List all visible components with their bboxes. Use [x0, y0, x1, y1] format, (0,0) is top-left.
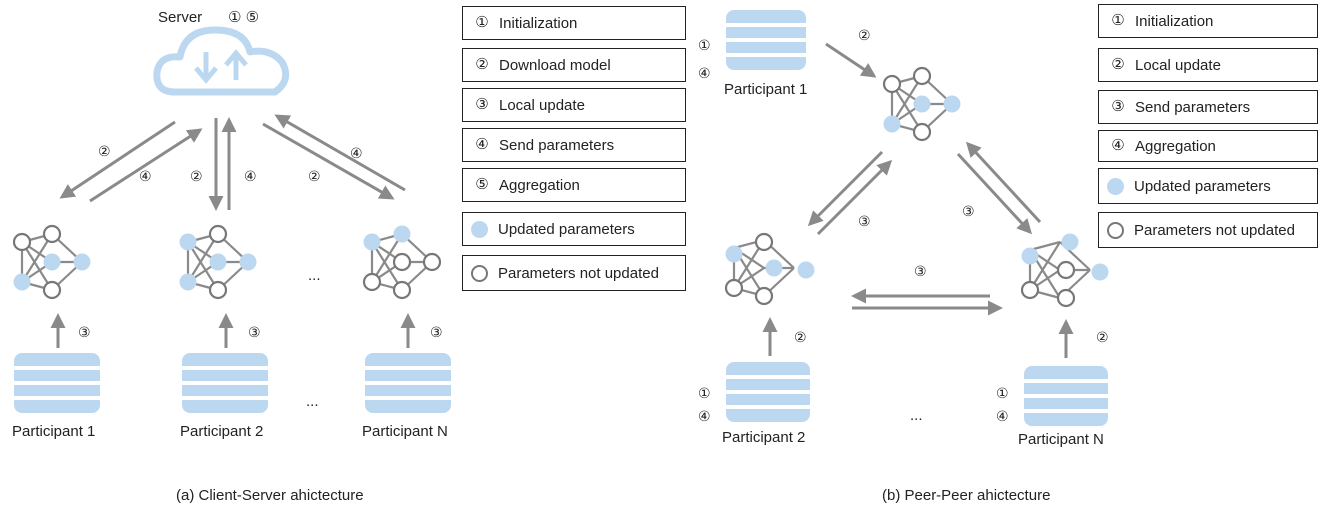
- legend-text: Parameters not updated: [498, 264, 659, 282]
- peer-peer-diagram: ① ④ Participant 1: [698, 10, 1109, 504]
- participant-1-label: Participant 1: [12, 423, 95, 440]
- peer-model-icon-n: [1020, 233, 1109, 308]
- peer-2-send-mark: ④: [698, 408, 711, 424]
- peer-database-icon-2: [726, 362, 810, 422]
- legend-item-parameters-not-updated: Parameters not updated: [462, 255, 686, 291]
- legend-text: Send parameters: [1135, 98, 1251, 116]
- filled-dot-icon: [471, 220, 488, 238]
- model-icon-client-n: [362, 225, 442, 300]
- legend-text: Updated parameters: [498, 220, 635, 238]
- legend-step-mark: ①: [1111, 12, 1125, 29]
- peer-arrow-label-local-1: ②: [858, 27, 871, 43]
- database-icon-2: [182, 353, 268, 413]
- model-icon-client-2: [179, 224, 257, 300]
- legend-step-mark: ⑤: [475, 176, 489, 193]
- arrow-label-send-1: ④: [139, 168, 152, 184]
- ellipsis-databases: ...: [306, 393, 319, 410]
- peer-participant-2-label: Participant 2: [722, 429, 805, 446]
- legend-text: Local update: [1135, 56, 1221, 74]
- peer-arrow-label-local-2: ②: [794, 329, 807, 345]
- legend-step-mark: ②: [1111, 56, 1125, 73]
- peer-legend-item-local-update: ② Local update: [1098, 48, 1318, 82]
- arrow-label-download-2: ②: [190, 168, 203, 184]
- peer-arrow-label-local-n: ②: [1096, 329, 1109, 345]
- database-icon-n: [365, 353, 451, 413]
- legend-text: Updated parameters: [1134, 177, 1271, 195]
- peer-legend-item-send-parameters: ③ Send parameters: [1098, 90, 1318, 124]
- peer-participant-n-label: Participant N: [1018, 431, 1104, 448]
- peer-n-send-mark: ④: [996, 408, 1009, 424]
- peer-arrow-label-exchange-left: ③: [858, 213, 871, 229]
- legend-step-mark: ③: [475, 96, 489, 113]
- arrow-label-download-n: ②: [308, 168, 321, 184]
- peer-arrow-label-exchange-right: ③: [962, 203, 975, 219]
- arrow-label-local-n: ③: [430, 324, 443, 340]
- arrow-label-send-2: ④: [244, 168, 257, 184]
- legend-text: Aggregation: [1135, 137, 1216, 155]
- peer-2-init-mark: ①: [698, 385, 711, 401]
- peer-model-icon-1: [882, 66, 961, 142]
- legend-text: Local update: [499, 96, 585, 114]
- server-label: Server: [158, 9, 202, 26]
- peer-participant-1-label: Participant 1: [724, 81, 807, 98]
- server-steps: ① ⑤: [228, 9, 259, 26]
- arrow-label-local-2: ③: [248, 324, 261, 340]
- legend-step-mark: ①: [475, 14, 489, 31]
- legend-item-initialization: ① Initialization: [462, 6, 686, 40]
- legend-step-mark: ③: [1111, 98, 1125, 115]
- legend-item-aggregation: ⑤ Aggregation: [462, 168, 686, 202]
- peer-ellipsis: ...: [910, 407, 923, 424]
- cloud-server-icon: [153, 26, 290, 96]
- peer-legend-item-aggregation: ④ Aggregation: [1098, 130, 1318, 162]
- legend-text: Parameters not updated: [1134, 221, 1295, 239]
- legend-text: Initialization: [1135, 12, 1214, 30]
- database-icon-1: [14, 353, 100, 413]
- caption-client-server: (a) Client-Server ahictecture: [176, 487, 364, 504]
- peer-database-icon-n: [1024, 366, 1108, 426]
- participant-2-label: Participant 2: [180, 423, 263, 440]
- arrow-label-local-1: ③: [78, 324, 91, 340]
- hollow-dot-icon: [1107, 221, 1124, 239]
- ellipsis-models: ...: [308, 267, 321, 284]
- arrow-label-send-n: ④: [350, 145, 363, 161]
- peer-legend-item-initialization: ① Initialization: [1098, 4, 1318, 38]
- legend-step-mark: ④: [475, 136, 489, 153]
- peer-database-icon-1: [726, 10, 806, 70]
- legend-text: Aggregation: [499, 176, 580, 194]
- peer-1-send-mark: ④: [698, 65, 711, 81]
- legend-item-download-model: ② Download model: [462, 48, 686, 82]
- legend-item-send-parameters: ④ Send parameters: [462, 128, 686, 162]
- peer-model-icon-2: [724, 232, 815, 306]
- legend-text: Download model: [499, 56, 611, 74]
- legend-item-updated-parameters: Updated parameters: [462, 212, 686, 246]
- filled-dot-icon: [1107, 177, 1124, 195]
- server-client-arrows: [50, 114, 416, 348]
- peer-n-init-mark: ①: [996, 385, 1009, 401]
- caption-peer-peer: (b) Peer-Peer ahictecture: [882, 487, 1050, 504]
- hollow-dot-icon: [471, 264, 488, 282]
- client-server-diagram: Server ① ⑤ ② ④ ② ④ ② ④: [12, 9, 451, 504]
- legend-text: Initialization: [499, 14, 578, 32]
- peer-1-init-mark: ①: [698, 37, 711, 53]
- peer-legend-item-updated-parameters: Updated parameters: [1098, 168, 1318, 204]
- legend-item-local-update: ③ Local update: [462, 88, 686, 122]
- participant-n-label: Participant N: [362, 423, 448, 440]
- legend-step-mark: ②: [475, 56, 489, 73]
- legend-text: Send parameters: [499, 136, 615, 154]
- peer-legend-item-parameters-not-updated: Parameters not updated: [1098, 212, 1318, 248]
- peer-arrows: [762, 42, 1074, 358]
- model-icon-client-1: [12, 224, 91, 300]
- peer-arrow-label-exchange-bottom: ③: [914, 263, 927, 279]
- legend-step-mark: ④: [1111, 137, 1125, 154]
- arrow-label-download-1: ②: [98, 143, 111, 159]
